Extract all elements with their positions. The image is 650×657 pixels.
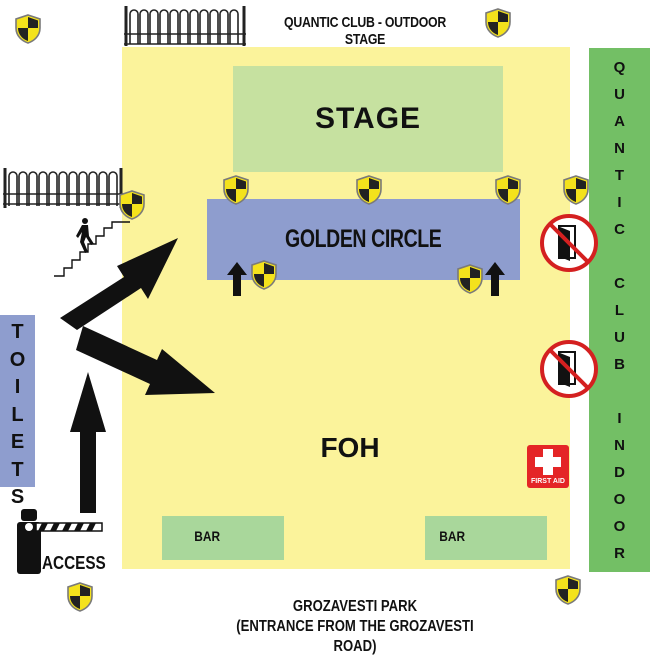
access-barrier-icon [17, 509, 103, 574]
security-shield-icon [485, 8, 511, 38]
access-label: ACCESS [42, 553, 106, 573]
bar-left-label: BAR [194, 528, 221, 544]
bar-right: BAR [425, 516, 547, 560]
security-shield-icon [67, 582, 93, 612]
up-arrow-icon [485, 262, 505, 296]
park-entrance-label: GROZAVESTI PARK (ENTRANCE FROM THE GROZA… [190, 597, 520, 657]
security-shield-icon [356, 175, 382, 205]
security-shield-icon [555, 575, 581, 605]
bar-right-label: BAR [439, 528, 466, 544]
first-aid-icon: FIRST AID [527, 445, 569, 488]
foh-label: FOH [320, 432, 380, 463]
no-entry-door-icon [540, 214, 598, 272]
security-shield-icon [15, 14, 41, 44]
stairs-person-icon [54, 218, 130, 277]
security-shield-icon [457, 264, 483, 294]
first-aid-label: FIRST AID [531, 478, 565, 485]
security-shield-icon [251, 260, 277, 290]
stage-area: STAGE [233, 66, 503, 172]
fence-icon [124, 6, 246, 46]
security-shield-icon [563, 175, 589, 205]
park-name: GROZAVESTI PARK [292, 598, 418, 615]
security-shield-icon [223, 175, 249, 205]
security-shield-icon [495, 175, 521, 205]
map-title: QUANTIC CLUB - OUTDOOR STAGE [283, 14, 447, 48]
bar-left: BAR [162, 516, 284, 560]
park-entrance-note: (ENTRANCE FROM THE GROZAVESTI ROAD) [236, 618, 474, 655]
up-arrow-icon [227, 262, 247, 296]
golden-circle-label: GOLDEN CIRCLE [285, 225, 442, 253]
stage-label: STAGE [314, 102, 422, 135]
no-entry-door-icon [540, 340, 598, 398]
security-shield-icon [119, 190, 145, 220]
fence-icon [3, 168, 123, 208]
